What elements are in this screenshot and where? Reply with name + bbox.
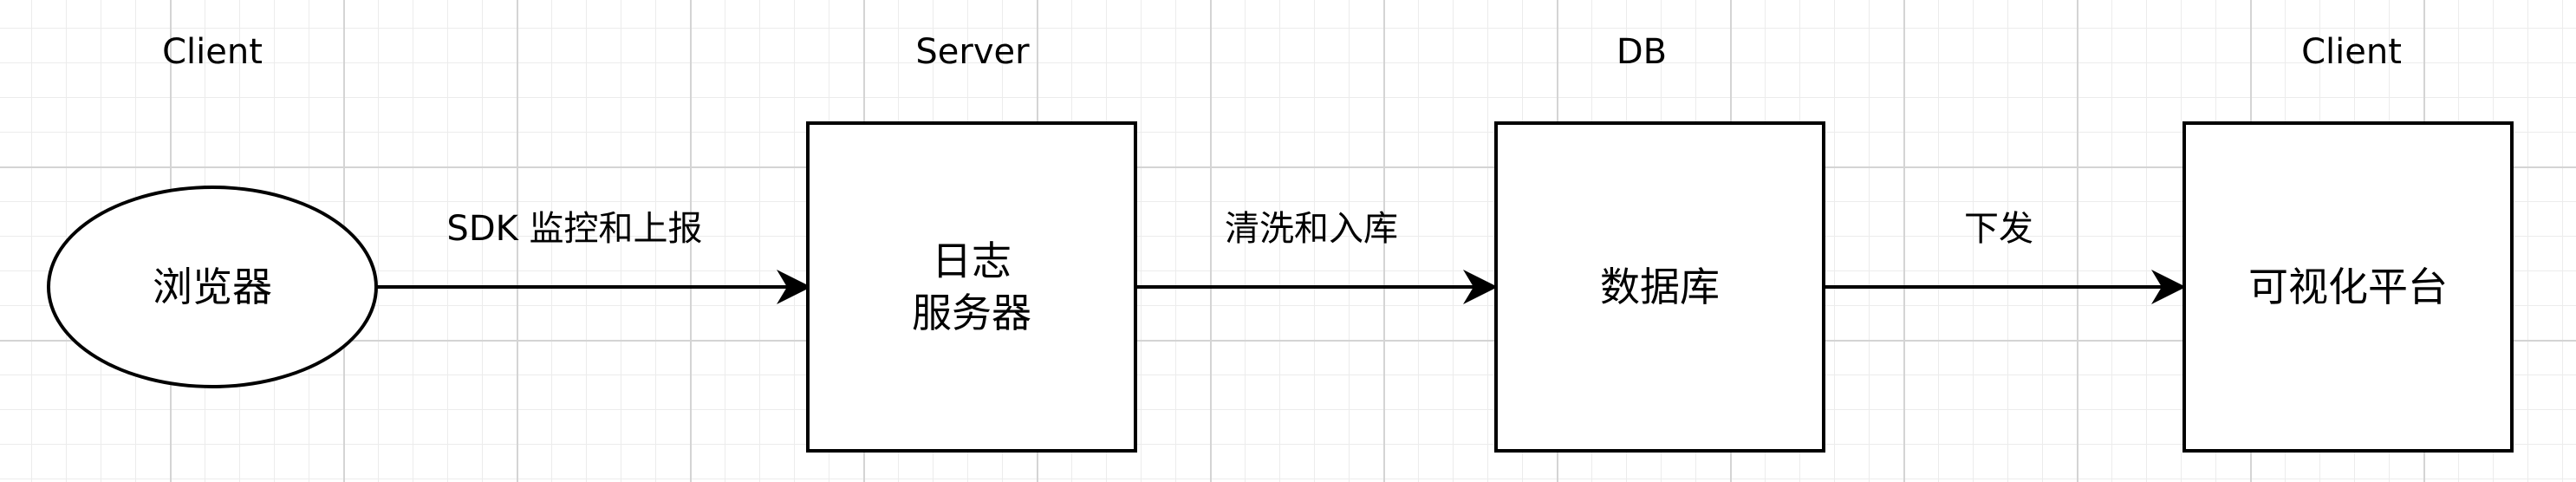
browser-node[interactable]: 浏览器 (47, 186, 378, 388)
tier-label-client-right: Client (2301, 32, 2402, 72)
edge-label-dispatch: 下发 (1964, 209, 2033, 249)
log-server-node[interactable]: 日志 服务器 (806, 121, 1137, 453)
log-server-node-label-line1: 日志 (932, 238, 1012, 284)
tier-label-db: DB (1616, 32, 1668, 72)
edge-label-sdk-report: SDK 监控和上报 (446, 209, 703, 249)
tier-label-server: Server (915, 32, 1030, 72)
edge-label-clean-store: 清洗和入库 (1225, 209, 1398, 249)
log-server-node-label-line2: 服务器 (912, 290, 1031, 336)
visualization-platform-node-label: 可视化平台 (2248, 264, 2448, 310)
tier-label-client-left: Client (162, 32, 263, 72)
browser-node-label: 浏览器 (153, 264, 272, 310)
database-node-label: 数据库 (1600, 264, 1720, 310)
database-node[interactable]: 数据库 (1494, 121, 1825, 453)
visualization-platform-node[interactable]: 可视化平台 (2182, 121, 2514, 453)
